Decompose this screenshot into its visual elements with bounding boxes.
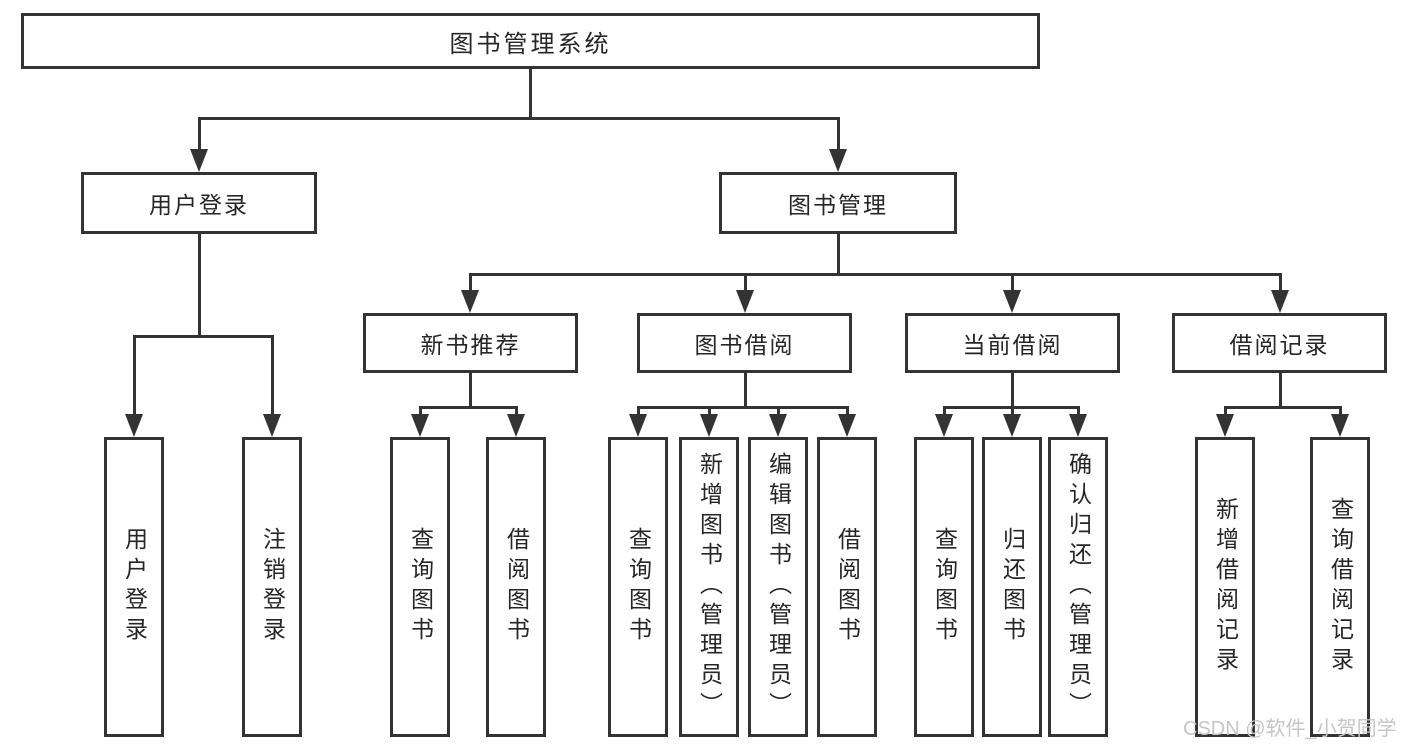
node-book-management-label: 图书管理	[788, 192, 888, 218]
node-book-borrow: 图书借阅	[637, 313, 852, 373]
leaf-borrow-borrow-book-label: 借阅图书	[834, 527, 861, 647]
leaf-recommend-query-book: 查询图书	[390, 437, 450, 737]
node-book-borrow-label: 图书借阅	[694, 332, 795, 358]
connector-new-book-recommend-bar	[419, 406, 518, 409]
arrowhead-leaf-logout	[263, 414, 281, 437]
arrowhead-book-management	[829, 149, 847, 172]
leaf-borrow-query-book: 查询图书	[608, 437, 668, 737]
arrowhead-recommend-query	[411, 414, 429, 437]
connector-drop-current-borrow	[1011, 273, 1014, 293]
csdn-watermark: CSDN @软件_小贺同学	[1183, 718, 1397, 740]
arrowhead-record-query	[1331, 414, 1349, 437]
arrowhead-current-confirm	[1069, 414, 1087, 437]
leaf-current-return-book-label: 归还图书	[999, 527, 1026, 647]
node-new-book-recommend-label: 新书推荐	[420, 332, 521, 358]
arrowhead-user-login	[190, 149, 208, 172]
connector-drop-recommend-borrow	[515, 406, 518, 417]
node-user-login-label: 用户登录	[149, 192, 249, 218]
connector-root-bar	[198, 117, 840, 120]
connector-borrow-record-bar	[1224, 406, 1342, 409]
leaf-record-query-record: 查询借阅记录	[1310, 437, 1370, 737]
connector-user-login-stub	[198, 234, 201, 338]
node-book-management: 图书管理	[719, 172, 957, 234]
connector-borrow-record-stub	[1279, 373, 1282, 409]
connector-drop-record-add	[1224, 406, 1227, 417]
connector-root-trunk	[529, 69, 532, 120]
leaf-logout: 注销登录	[242, 437, 302, 737]
leaf-current-query-book: 查询图书	[914, 437, 974, 737]
connector-drop-user-login	[198, 117, 201, 152]
leaf-current-return-book: 归还图书	[982, 437, 1042, 737]
connector-drop-borrow-query	[637, 406, 640, 417]
connector-book-management-bar	[469, 273, 1282, 276]
leaf-logout-label: 注销登录	[259, 527, 286, 647]
leaf-recommend-borrow-book-label: 借阅图书	[503, 527, 530, 647]
connector-user-login-bar	[133, 335, 274, 338]
connector-drop-leaf-user-login	[133, 335, 136, 416]
connector-drop-leaf-logout	[271, 335, 274, 416]
connector-drop-current-return	[1011, 406, 1014, 417]
leaf-borrow-edit-book-admin-label: 编辑图书（管理员）	[765, 452, 792, 722]
node-current-borrow: 当前借阅	[905, 313, 1120, 373]
node-root-label: 图书管理系统	[449, 30, 612, 58]
arrowhead-book-borrow	[736, 290, 754, 313]
connector-drop-book-management	[837, 117, 840, 152]
leaf-borrow-add-book-admin-label: 新增图书（管理员）	[696, 452, 723, 722]
arrowhead-borrow-add	[700, 414, 718, 437]
connector-drop-current-confirm	[1077, 406, 1080, 417]
connector-drop-recommend-query	[419, 406, 422, 417]
leaf-borrow-add-book-admin: 新增图书（管理员）	[679, 437, 739, 737]
node-new-book-recommend: 新书推荐	[363, 313, 578, 373]
connector-drop-record-query	[1339, 406, 1342, 417]
leaf-record-add-record-label: 新增借阅记录	[1212, 497, 1239, 677]
arrowhead-borrow-query	[629, 414, 647, 437]
node-current-borrow-label: 当前借阅	[962, 332, 1063, 358]
leaf-record-query-record-label: 查询借阅记录	[1327, 497, 1354, 677]
arrowhead-borrow-edit	[769, 414, 787, 437]
connector-drop-book-borrow	[744, 273, 747, 293]
leaf-borrow-borrow-book: 借阅图书	[817, 437, 877, 737]
connector-drop-new-book-recommend	[469, 273, 472, 293]
leaf-current-confirm-return-admin-label: 确认归还（管理员）	[1065, 452, 1092, 722]
arrowhead-borrow-record	[1271, 290, 1289, 313]
connector-drop-borrow-add	[708, 406, 711, 417]
node-root: 图书管理系统	[21, 13, 1040, 69]
arrowhead-recommend-borrow	[507, 414, 525, 437]
arrowhead-new-book-recommend	[461, 290, 479, 313]
node-borrow-record-label: 借阅记录	[1229, 332, 1330, 358]
node-user-login: 用户登录	[81, 172, 317, 234]
leaf-current-query-book-label: 查询图书	[931, 527, 958, 647]
leaf-record-add-record: 新增借阅记录	[1195, 437, 1255, 737]
connector-book-borrow-stub	[744, 373, 747, 409]
connector-book-borrow-bar	[637, 406, 849, 409]
leaf-current-confirm-return-admin: 确认归还（管理员）	[1048, 437, 1108, 737]
arrowhead-leaf-user-login	[125, 414, 143, 437]
connector-drop-borrow-record	[1279, 273, 1282, 293]
connector-current-borrow-stub	[1011, 373, 1014, 409]
arrowhead-record-add	[1216, 414, 1234, 437]
node-borrow-record: 借阅记录	[1172, 313, 1387, 373]
leaf-user-login: 用户登录	[104, 437, 164, 737]
arrowhead-current-return	[1003, 414, 1021, 437]
connector-drop-borrow-edit	[777, 406, 780, 417]
connector-drop-current-query	[943, 406, 946, 417]
arrowhead-current-borrow	[1003, 290, 1021, 313]
connector-book-management-stub	[837, 234, 840, 276]
arrowhead-borrow-borrow	[838, 414, 856, 437]
arrowhead-current-query	[935, 414, 953, 437]
leaf-borrow-edit-book-admin: 编辑图书（管理员）	[748, 437, 808, 737]
connector-new-book-recommend-stub	[469, 373, 472, 409]
leaf-recommend-query-book-label: 查询图书	[407, 527, 434, 647]
leaf-user-login-label: 用户登录	[121, 527, 148, 647]
leaf-recommend-borrow-book: 借阅图书	[486, 437, 546, 737]
connector-drop-borrow-borrow	[846, 406, 849, 417]
leaf-borrow-query-book-label: 查询图书	[625, 527, 652, 647]
